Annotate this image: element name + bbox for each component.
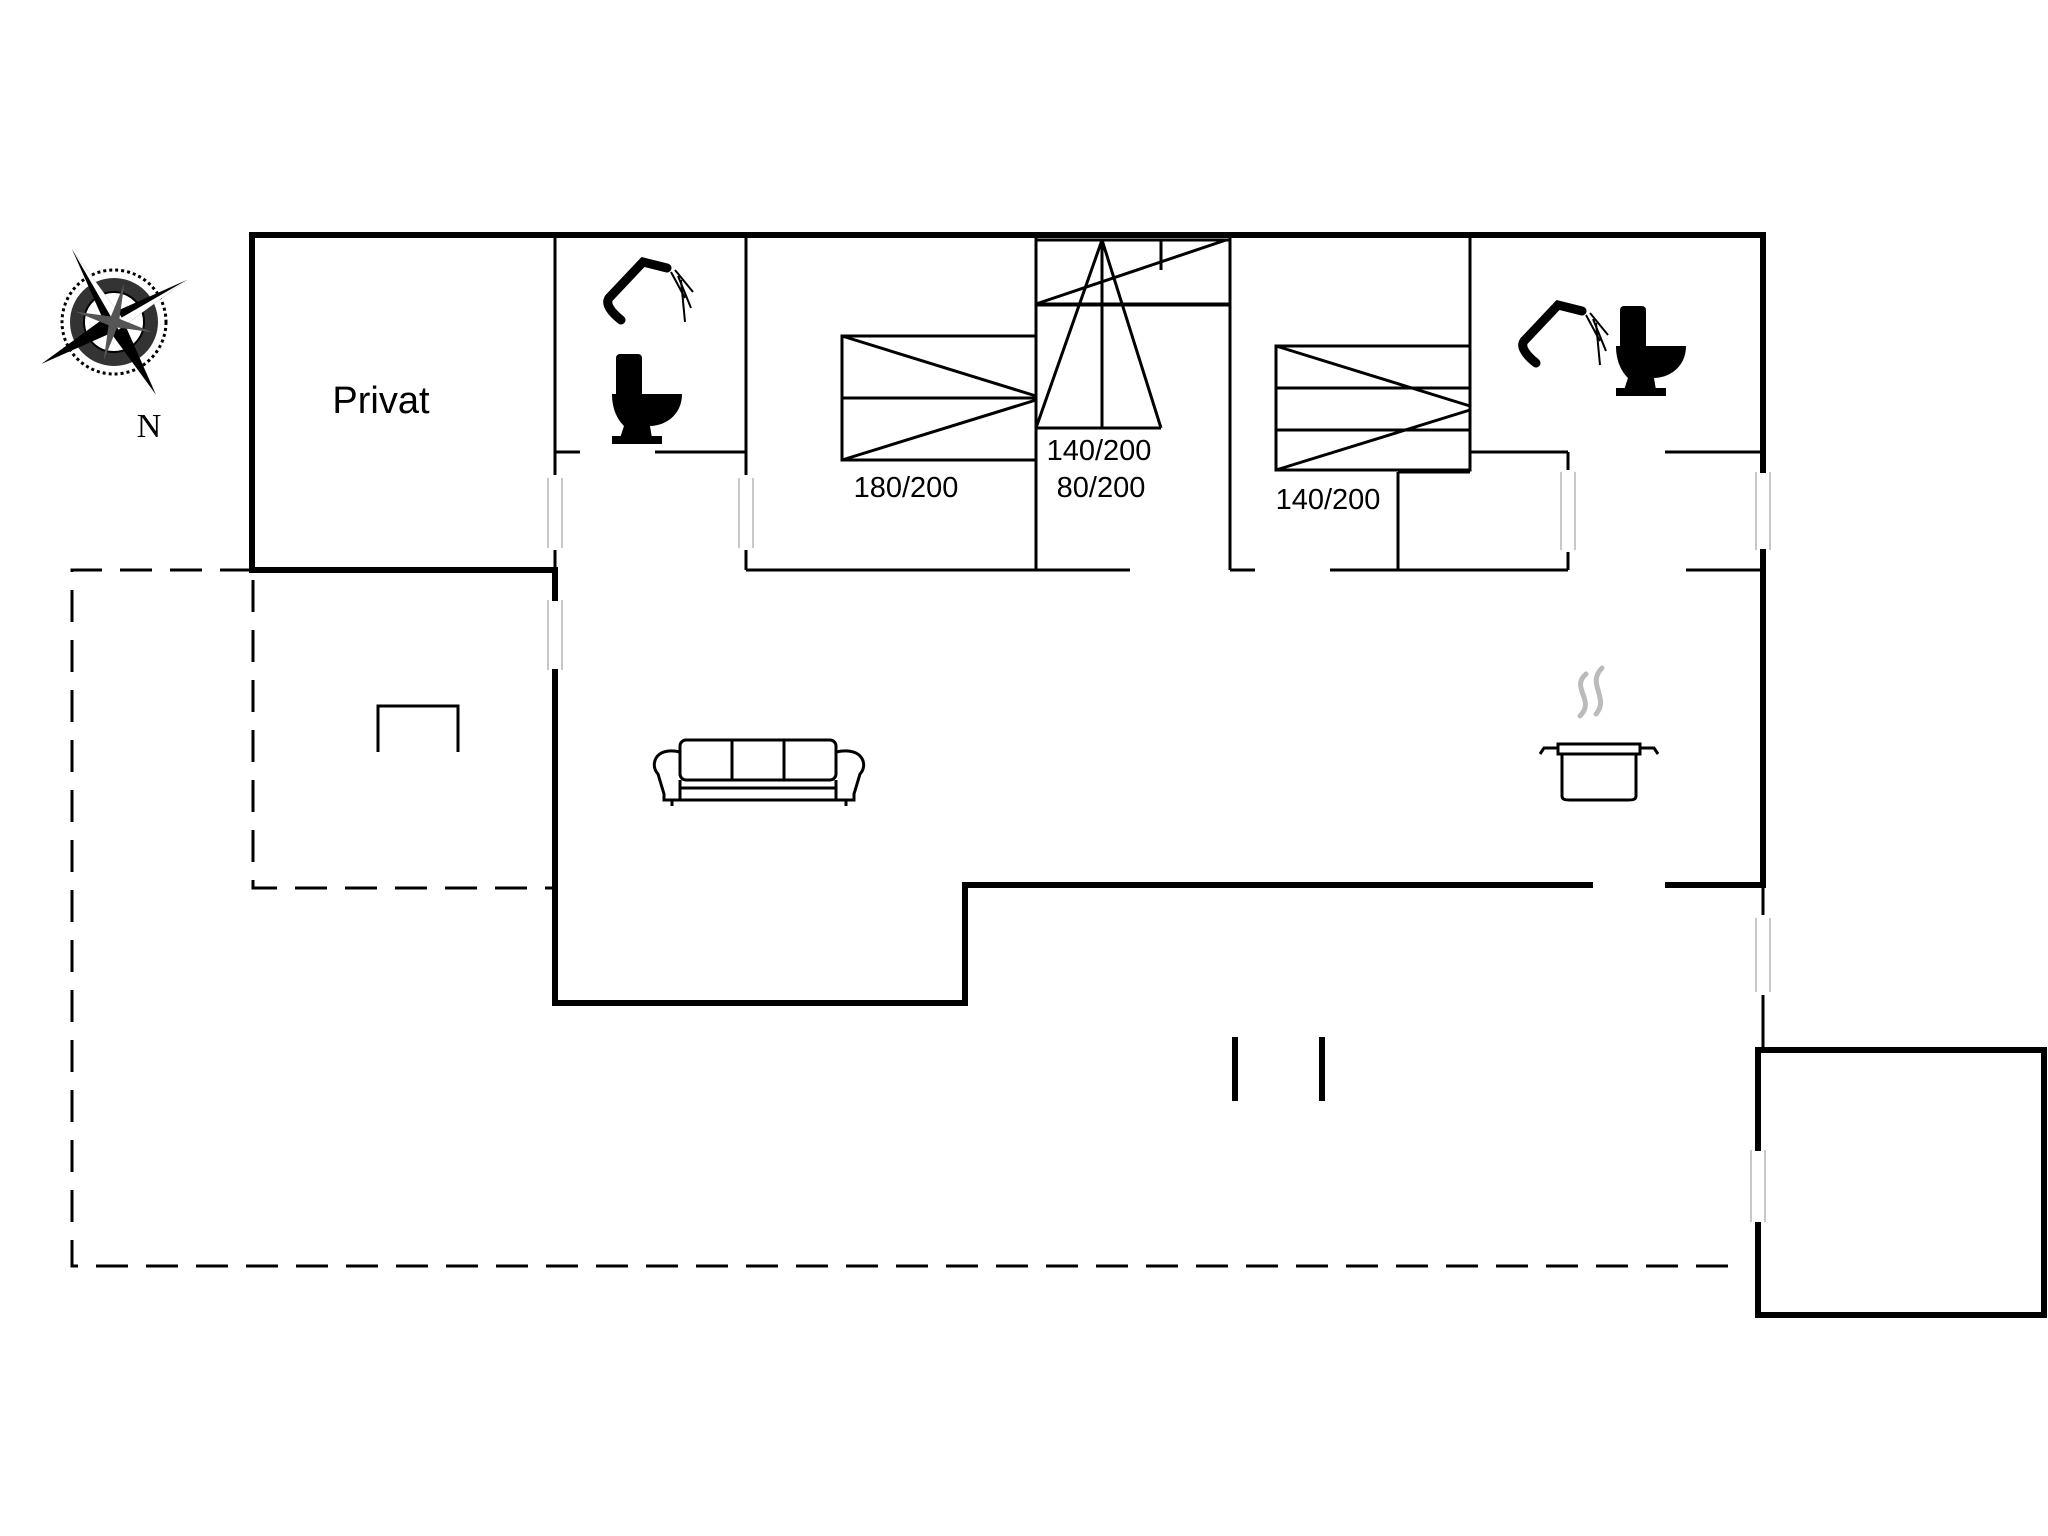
door-openings (547, 472, 1771, 1222)
bed-180 (840, 334, 1038, 462)
bed-stair-bunk (1034, 238, 1232, 430)
shower-icon (1518, 299, 1609, 368)
exterior-walls (249, 232, 2047, 1318)
sofa-icon (652, 738, 866, 806)
compass-north-label: N (137, 408, 162, 445)
bed-size-label: 140/200 (1276, 484, 1381, 516)
toilet-icon (1616, 306, 1686, 396)
compass-rose-icon (41, 249, 187, 395)
bed-140-right (1274, 344, 1472, 472)
shower-icon (603, 256, 694, 325)
bed-size-label: 180/200 (854, 472, 959, 504)
bed-size-label: 80/200 (1057, 472, 1146, 504)
interior-walls (553, 235, 1763, 1101)
cooking-pot-icon (1538, 665, 1660, 802)
room-label-private: Privat (332, 380, 430, 422)
table-icon (376, 704, 460, 752)
toilet-icon (612, 354, 682, 444)
bed-size-label: 140/200 (1047, 435, 1152, 467)
terrace-outline (70, 568, 1746, 1268)
